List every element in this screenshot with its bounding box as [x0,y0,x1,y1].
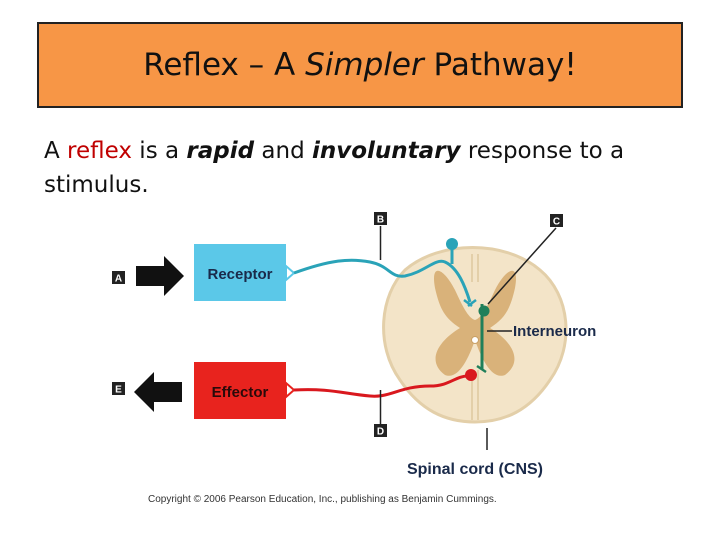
effector-box [194,362,296,419]
receptor-box [194,244,296,301]
effector-label: Effector [212,384,269,401]
spinal-cord-cross-section [382,246,568,424]
sensory-neuron [293,238,477,307]
receptor-label: Receptor [207,266,272,283]
rapid-word: rapid [186,138,255,164]
text-response: response to a stimulus. [44,138,625,198]
involuntary-word: involuntary [312,138,461,164]
label-b-box [374,212,387,225]
title-box: Reflex – A Simpler Pathway! [37,22,683,108]
label-d-box [374,424,387,437]
label-c: C [553,217,560,228]
copyright-notice: Copyright © 2006 Pearson Education, Inc.… [148,494,497,505]
interneuron-label: Interneuron [513,323,596,340]
definition-text: A reflex is a rapid and involuntary resp… [44,134,694,202]
interneuron [476,304,490,374]
label-e: E [115,385,122,396]
label-a-box [112,271,125,284]
stimulus-arrow [136,256,184,296]
response-arrow [134,372,182,412]
label-d: D [377,427,384,438]
reflex-arc-diagram: A Receptor E Effector [112,212,596,478]
title-text-1: Reflex – A [143,47,306,83]
label-c-leader [487,227,557,305]
spinal-cord-label: Spinal cord (CNS) [407,461,543,478]
text-a: A [44,138,68,164]
motor-neuron [293,369,477,398]
slide-title: Reflex – A Simpler Pathway! [143,47,577,83]
label-e-box [112,382,125,395]
label-c-box [550,214,563,227]
label-b: B [377,215,384,226]
label-a: A [115,274,122,285]
text-is-a: is a [132,138,187,164]
reflex-word: reflex [67,138,132,164]
title-text-italic: Simpler [305,47,424,83]
title-text-2: Pathway! [423,47,577,83]
text-and: and [254,138,312,164]
